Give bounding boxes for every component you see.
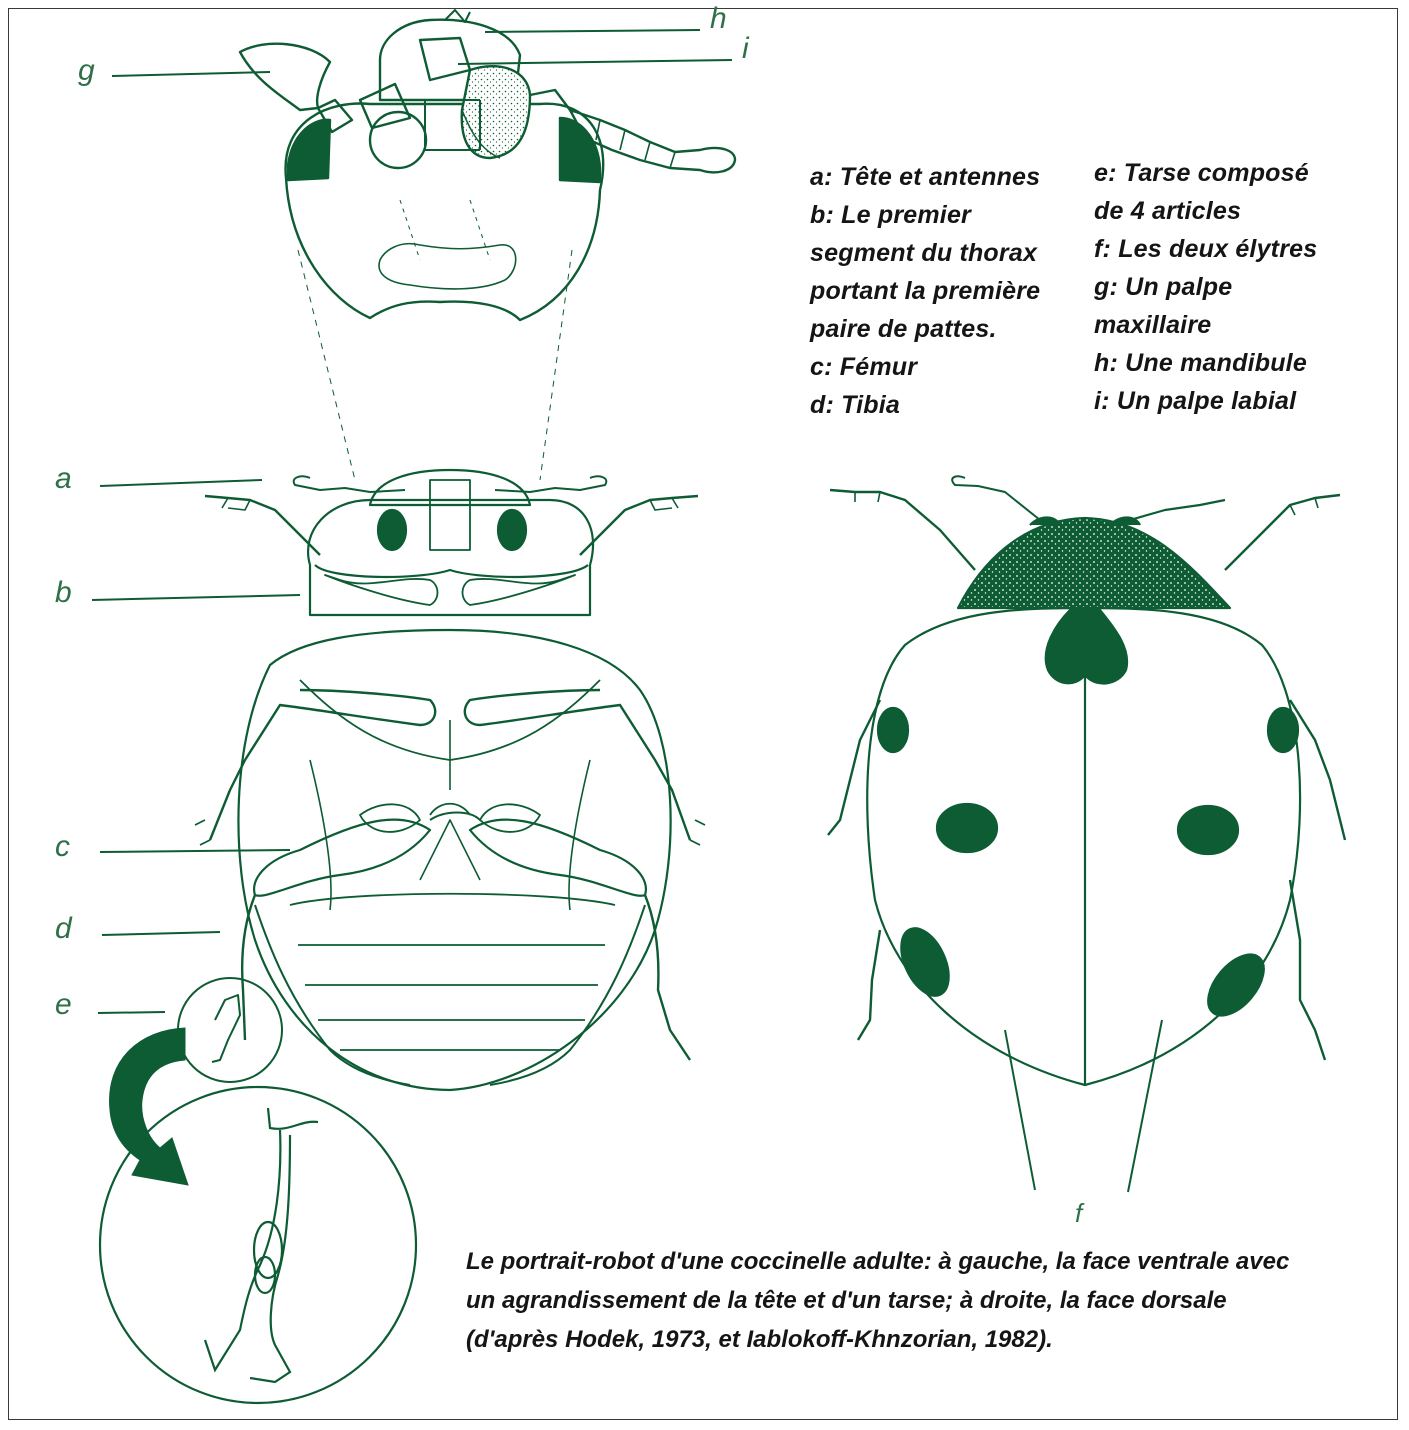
label-line-a xyxy=(100,480,262,486)
label-g: g xyxy=(78,54,95,87)
ventral-antenna-left xyxy=(294,476,405,492)
label-d: d xyxy=(55,912,73,945)
legend-line: a: Tête et antennes xyxy=(810,158,1040,196)
label-line-e xyxy=(98,1012,165,1013)
dorsal-front-leg-left xyxy=(830,490,975,570)
enlargement-lines xyxy=(298,250,572,480)
scutellum-spot xyxy=(1046,610,1127,684)
legend-line: paire de pattes. xyxy=(810,310,1040,348)
labial-left xyxy=(360,84,410,128)
dorsal-antenna-left xyxy=(952,476,1040,520)
hind-tibia-right xyxy=(645,895,690,1060)
ventral-pronotum xyxy=(308,500,593,615)
tarsus-circle-small xyxy=(178,978,282,1082)
legend-line: f: Les deux élytres xyxy=(1094,230,1317,268)
dorsal-hind-leg-left xyxy=(858,930,880,1040)
label-line-h xyxy=(485,30,700,32)
dorsal-view xyxy=(828,476,1345,1192)
legend-column-1: a: Tête et antennes b: Le premier segmen… xyxy=(810,158,1040,424)
label-line-g xyxy=(112,72,270,76)
label-lines xyxy=(92,30,732,1013)
dorsal-antenna-right xyxy=(1130,500,1225,520)
head-capsule xyxy=(286,104,604,320)
spot-left-middle xyxy=(937,804,997,852)
label-i: i xyxy=(742,32,750,65)
legend-column-2: e: Tarse composé de 4 articles f: Les de… xyxy=(1094,154,1317,420)
legend-line: maxillaire xyxy=(1094,306,1317,344)
legend-line: segment du thorax xyxy=(810,234,1040,272)
dorsal-elytra-outline xyxy=(867,608,1300,1085)
label-line-b xyxy=(92,595,300,600)
ventral-view xyxy=(178,470,705,1090)
spot-right-upper xyxy=(1268,708,1298,752)
enlarged-head xyxy=(240,10,735,320)
label-e: e xyxy=(55,988,72,1021)
maxillary-palp-g xyxy=(240,44,330,110)
spot-right-lower xyxy=(1198,945,1275,1026)
eye-left xyxy=(288,120,330,180)
legend-line: g: Un palpe xyxy=(1094,268,1317,306)
figure-caption: Le portrait-robot d'une coccinelle adult… xyxy=(466,1242,1366,1359)
caption-line: un agrandissement de la tête et d'un tar… xyxy=(466,1281,1366,1320)
curved-arrow xyxy=(110,1028,188,1185)
hind-femur-left xyxy=(254,820,430,896)
legend-line: d: Tibia xyxy=(810,386,1040,424)
legend-line: c: Fémur xyxy=(810,348,1040,386)
dorsal-hind-leg-right xyxy=(1290,880,1325,1060)
ventral-eye-right xyxy=(498,510,526,550)
ventral-antenna-right xyxy=(495,476,606,492)
dorsal-pronotum xyxy=(958,518,1230,608)
spot-right-middle xyxy=(1178,806,1238,854)
legend-line: h: Une mandibule xyxy=(1094,344,1317,382)
label-h: h xyxy=(710,2,727,35)
legend-line: b: Le premier xyxy=(810,196,1040,234)
dorsal-middle-leg-left xyxy=(828,700,880,835)
front-leg-right xyxy=(580,496,698,555)
legend-line: i: Un palpe labial xyxy=(1094,382,1317,420)
label-f: f xyxy=(1075,1198,1085,1228)
labial-palp-i xyxy=(462,66,530,158)
front-leg-left xyxy=(205,496,320,555)
ventral-eye-left xyxy=(378,510,406,550)
dorsal-front-leg-right xyxy=(1225,495,1340,570)
ventral-body-outline xyxy=(238,630,670,1090)
label-line-c xyxy=(100,850,290,852)
label-line-i xyxy=(458,60,732,64)
legend-line: de 4 articles xyxy=(1094,192,1317,230)
spot-left-upper xyxy=(878,708,908,752)
legend-line: portant la première xyxy=(810,272,1040,310)
caption-line: (d'après Hodek, 1973, et Iablokoff-Khnzo… xyxy=(466,1320,1366,1359)
caption-line: Le portrait-robot d'une coccinelle adult… xyxy=(466,1242,1366,1281)
label-a: a xyxy=(55,462,72,495)
hind-femur-right xyxy=(470,820,646,896)
legend-line: e: Tarse composé xyxy=(1094,154,1317,192)
label-line-d xyxy=(102,932,220,935)
label-b: b xyxy=(55,576,72,609)
hind-tibia-left xyxy=(242,895,255,1040)
label-c: c xyxy=(55,830,70,863)
